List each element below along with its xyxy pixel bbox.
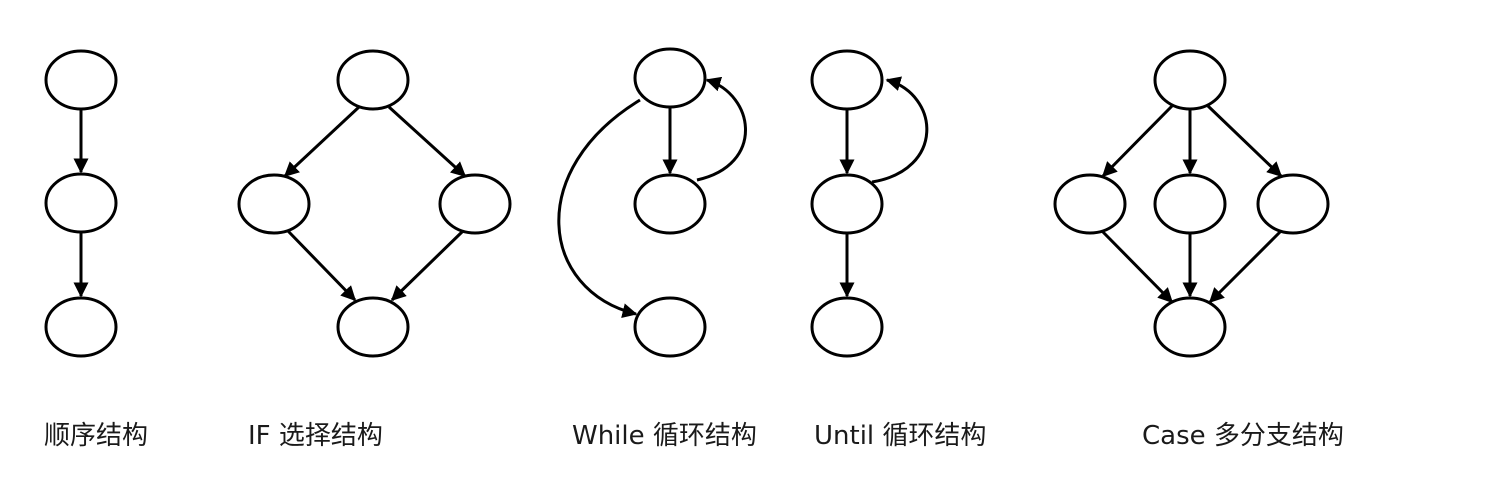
case-edge-left-bottom (1100, 229, 1174, 304)
while-node-middle (633, 173, 707, 235)
case-node-center (1153, 173, 1227, 235)
case-node-left (1053, 173, 1127, 235)
while-structure: While 循环结构 (557, 47, 757, 451)
sequence-node-1 (44, 49, 118, 111)
if-caption: IF 选择结构 (248, 421, 383, 451)
sequence-caption: 顺序结构 (44, 421, 148, 451)
if-node-right (438, 173, 512, 235)
until-node-middle (810, 173, 884, 235)
case-edge-top-left (1101, 104, 1174, 178)
sequence-node-2 (44, 172, 118, 234)
sequence-node-3 (44, 296, 118, 358)
sequence-structure: 顺序结构 (44, 49, 148, 451)
case-node-bottom (1153, 296, 1227, 358)
if-edge-right-bottom (390, 229, 465, 302)
if-node-left (237, 173, 311, 235)
case-structure: Case 多分支结构 (1053, 49, 1344, 451)
if-node-bottom (336, 296, 410, 358)
case-edge-right-bottom (1208, 229, 1283, 304)
until-node-top (810, 49, 884, 111)
if-node-top (336, 49, 410, 111)
while-caption: While 循环结构 (572, 421, 757, 451)
while-node-bottom (633, 296, 707, 358)
while-node-top (633, 47, 707, 109)
until-loop-back-edge (871, 76, 929, 184)
case-node-right (1256, 173, 1330, 235)
if-edge-top-left (283, 105, 361, 178)
if-structure: IF 选择结构 (237, 49, 512, 451)
case-caption: Case 多分支结构 (1142, 421, 1344, 451)
until-structure: Until 循环结构 (810, 49, 986, 451)
case-edge-top-right (1206, 104, 1283, 178)
until-caption: Until 循环结构 (814, 421, 986, 451)
case-node-top (1153, 49, 1227, 111)
while-loop-back-edge (696, 76, 747, 182)
if-edge-top-right (387, 105, 467, 178)
while-exit-edge (557, 98, 641, 318)
until-node-bottom (810, 296, 884, 358)
if-edge-left-bottom (286, 229, 357, 302)
